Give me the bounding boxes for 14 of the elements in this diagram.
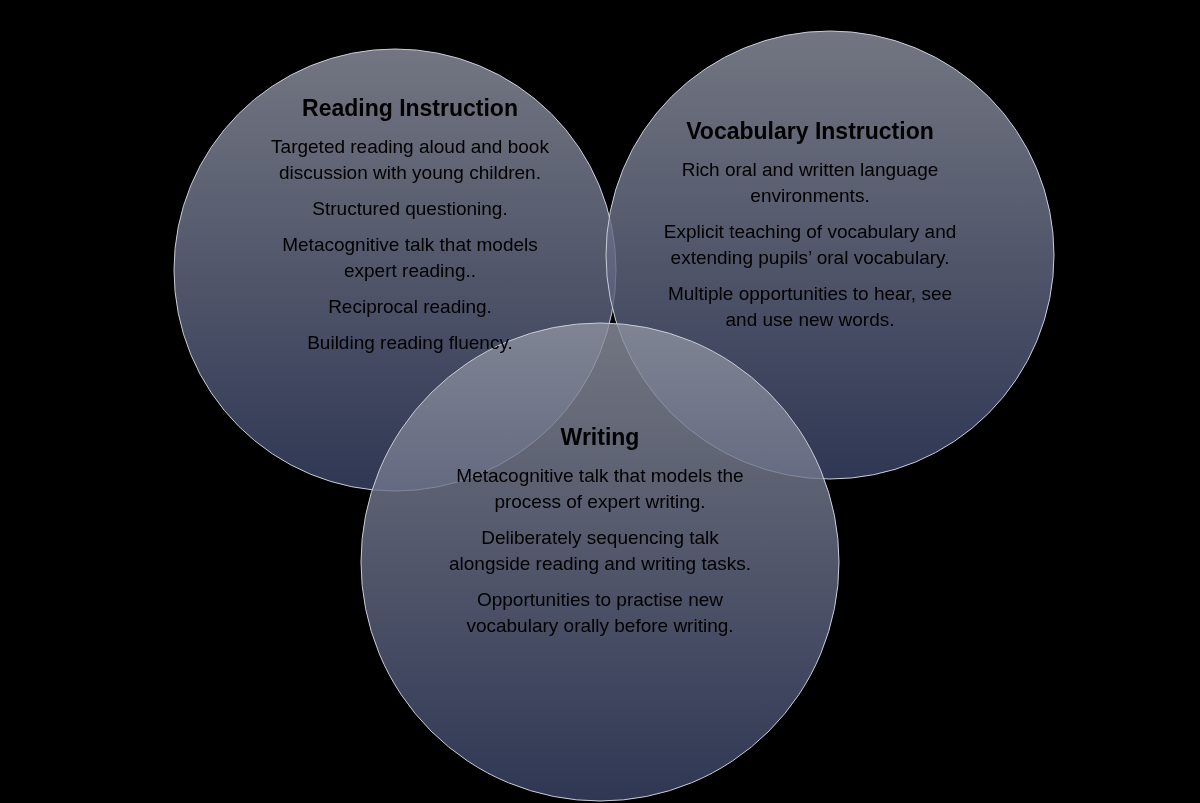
circle-text: Opportunities to practise new vocabulary orally before writing. xyxy=(465,588,735,638)
circle-text: Explicit teaching of vocabulary and extending pupils’ oral vocabulary. xyxy=(662,220,958,270)
circle-heading: Reading Instruction xyxy=(301,95,519,122)
circle-heading: Writing xyxy=(559,424,641,451)
circle-text: Multiple opportunities to hear, see and use new words. xyxy=(666,282,954,332)
circle-text: Deliberately sequencing talk alongside reading and writing tasks. xyxy=(447,526,753,576)
circle-text: Rich oral and written language environments. xyxy=(680,158,940,208)
circle-text: Metacognitive talk that models the process of expert writing. xyxy=(455,464,745,514)
circle-text: Building reading fluency. xyxy=(306,331,514,355)
circle-text: Metacognitive talk that models expert reading.. xyxy=(281,233,539,283)
circle-text: Structured questioning. xyxy=(311,197,509,221)
circle-text: Targeted reading aloud and book discussion with young children. xyxy=(270,135,550,185)
circle-text: Reciprocal reading. xyxy=(327,295,493,319)
circle-heading: Vocabulary Instruction xyxy=(685,118,935,145)
